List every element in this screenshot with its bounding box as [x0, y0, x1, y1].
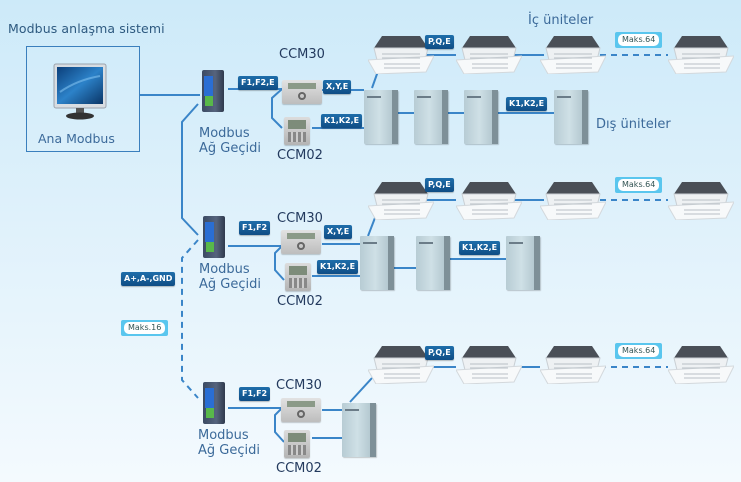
ccm30-tag: X,Y,E	[324, 225, 353, 239]
gateway-label: Modbus Ağ Geçidi	[199, 126, 261, 156]
ccm02-label: CCM02	[276, 461, 322, 476]
gateway-device-icon	[201, 378, 229, 424]
outdoor-unit-icon	[464, 90, 498, 144]
monitor-icon	[53, 63, 107, 120]
indoor-cassette-unit-icon	[455, 34, 523, 75]
indoor-max-tag-text: Maks.64	[618, 345, 660, 357]
outdoor-units-label: Dış üniteler	[596, 117, 671, 132]
indoor-cassette-unit-icon	[367, 34, 435, 75]
gateway-tag: F1,F2	[239, 387, 271, 401]
ccm02-tag: K1,K2,E	[321, 114, 363, 128]
indoor-cassette-unit-icon	[455, 344, 523, 385]
ccm30-controller-icon	[282, 80, 322, 104]
ccm02-tag: K1,K2,E	[317, 260, 359, 274]
ccm02-controller-icon	[285, 263, 311, 291]
master-modbus-box: Ana Modbus	[26, 46, 140, 152]
outdoor-unit-icon	[360, 236, 394, 290]
gateway-tag: F1,F2	[239, 221, 271, 235]
ccm02-controller-icon	[284, 430, 310, 458]
outdoor-unit-icon	[416, 236, 450, 290]
gateway-label-line1: Modbus	[199, 262, 250, 277]
indoor-cassette-unit-icon	[667, 34, 735, 75]
indoor-cassette-unit-icon	[455, 180, 523, 221]
ccm30-label: CCM30	[279, 47, 325, 62]
ccm30-label: CCM30	[276, 378, 322, 393]
bus-protocol-tag: A+,A-,GND	[121, 272, 176, 286]
wire-bus-1-2	[181, 103, 199, 236]
indoor-cassette-unit-icon	[367, 344, 435, 385]
indoor-units-label: İç üniteler	[528, 13, 594, 28]
ccm02-controller-icon	[284, 117, 310, 145]
gateway-device-icon	[200, 66, 228, 112]
indoor-cassette-unit-icon	[667, 344, 735, 385]
gateway-label-line1: Modbus	[199, 126, 250, 141]
outdoor-tag: K1,K2,E	[459, 241, 501, 255]
diagram-title: Modbus anlaşma sistemi	[8, 21, 165, 36]
wire-odu-idu-3	[349, 377, 373, 403]
indoor-max-tag: Maks.64	[615, 343, 663, 359]
indoor-max-tag: Maks.64	[615, 32, 663, 48]
gateway-label-line2: Ağ Geçidi	[198, 443, 260, 458]
ccm02-label: CCM02	[277, 294, 323, 309]
ccm02-label: CCM02	[277, 148, 323, 163]
wire-gw2-ccm02	[274, 245, 285, 281]
indoor-max-tag: Maks.64	[615, 177, 663, 193]
ccm30-controller-icon	[281, 230, 321, 254]
ccm30-controller-icon	[281, 398, 321, 422]
indoor-cassette-unit-icon	[539, 180, 607, 221]
wire-gw3-ccm02	[274, 407, 285, 443]
gateway-label-line2: Ağ Geçidi	[199, 277, 261, 292]
gateway-label: Modbus Ağ Geçidi	[199, 262, 261, 292]
outdoor-unit-icon	[342, 403, 376, 457]
ccm30-label: CCM30	[277, 211, 323, 226]
wire-gw1-ccm02	[271, 88, 283, 129]
wire-bus-2-3	[181, 239, 199, 399]
indoor-cassette-unit-icon	[539, 344, 607, 385]
gateway-label-line2: Ağ Geçidi	[199, 141, 261, 156]
indoor-max-tag-text: Maks.64	[618, 34, 660, 46]
outdoor-unit-icon	[414, 90, 448, 144]
master-modbus-label: Ana Modbus	[38, 131, 115, 146]
indoor-tag: P,Q,E	[425, 35, 454, 49]
outdoor-tag: K1,K2,E	[506, 97, 548, 111]
bus-max-tag: Maks.16	[121, 320, 169, 336]
gateway-label-line1: Modbus	[198, 428, 249, 443]
outdoor-unit-icon	[506, 236, 540, 290]
outdoor-unit-icon	[364, 90, 398, 144]
gateway-label: Modbus Ağ Geçidi	[198, 428, 260, 458]
gateway-device-icon	[201, 212, 229, 258]
indoor-max-tag-text: Maks.64	[618, 179, 660, 191]
indoor-tag: P,Q,E	[425, 178, 454, 192]
indoor-cassette-unit-icon	[667, 180, 735, 221]
bus-max-tag-text: Maks.16	[124, 322, 166, 334]
indoor-tag: P,Q,E	[425, 346, 454, 360]
ccm30-tag: X,Y,E	[323, 80, 352, 94]
outdoor-unit-icon	[554, 90, 588, 144]
indoor-cassette-unit-icon	[367, 180, 435, 221]
gateway-tag: F1,F2,E	[238, 76, 278, 90]
indoor-cassette-unit-icon	[539, 34, 607, 75]
